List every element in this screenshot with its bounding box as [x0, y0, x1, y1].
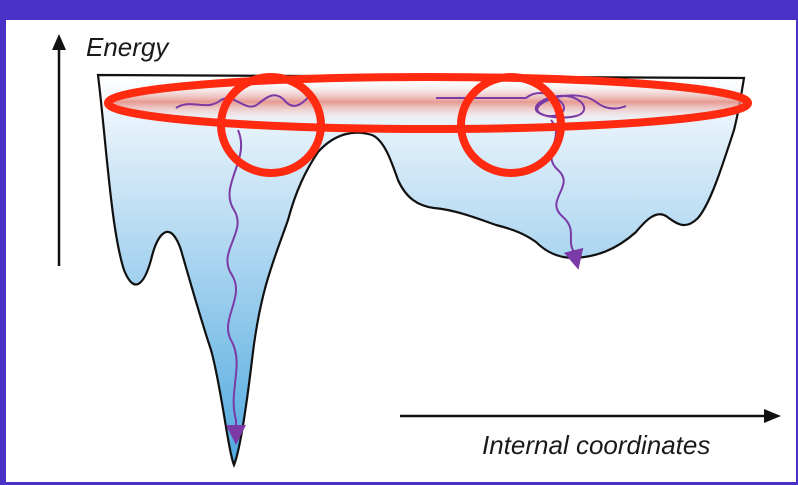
- energy-axis-arrowhead: [52, 34, 66, 50]
- energy-axis-label: Energy: [86, 32, 168, 63]
- diagram-panel: Energy Internal coordinates: [6, 20, 796, 482]
- energy-surface: [98, 75, 744, 465]
- coordinate-axis-label: Internal coordinates: [482, 430, 710, 461]
- coordinate-axis-arrowhead: [764, 409, 781, 423]
- energy-landscape-diagram: [6, 20, 796, 482]
